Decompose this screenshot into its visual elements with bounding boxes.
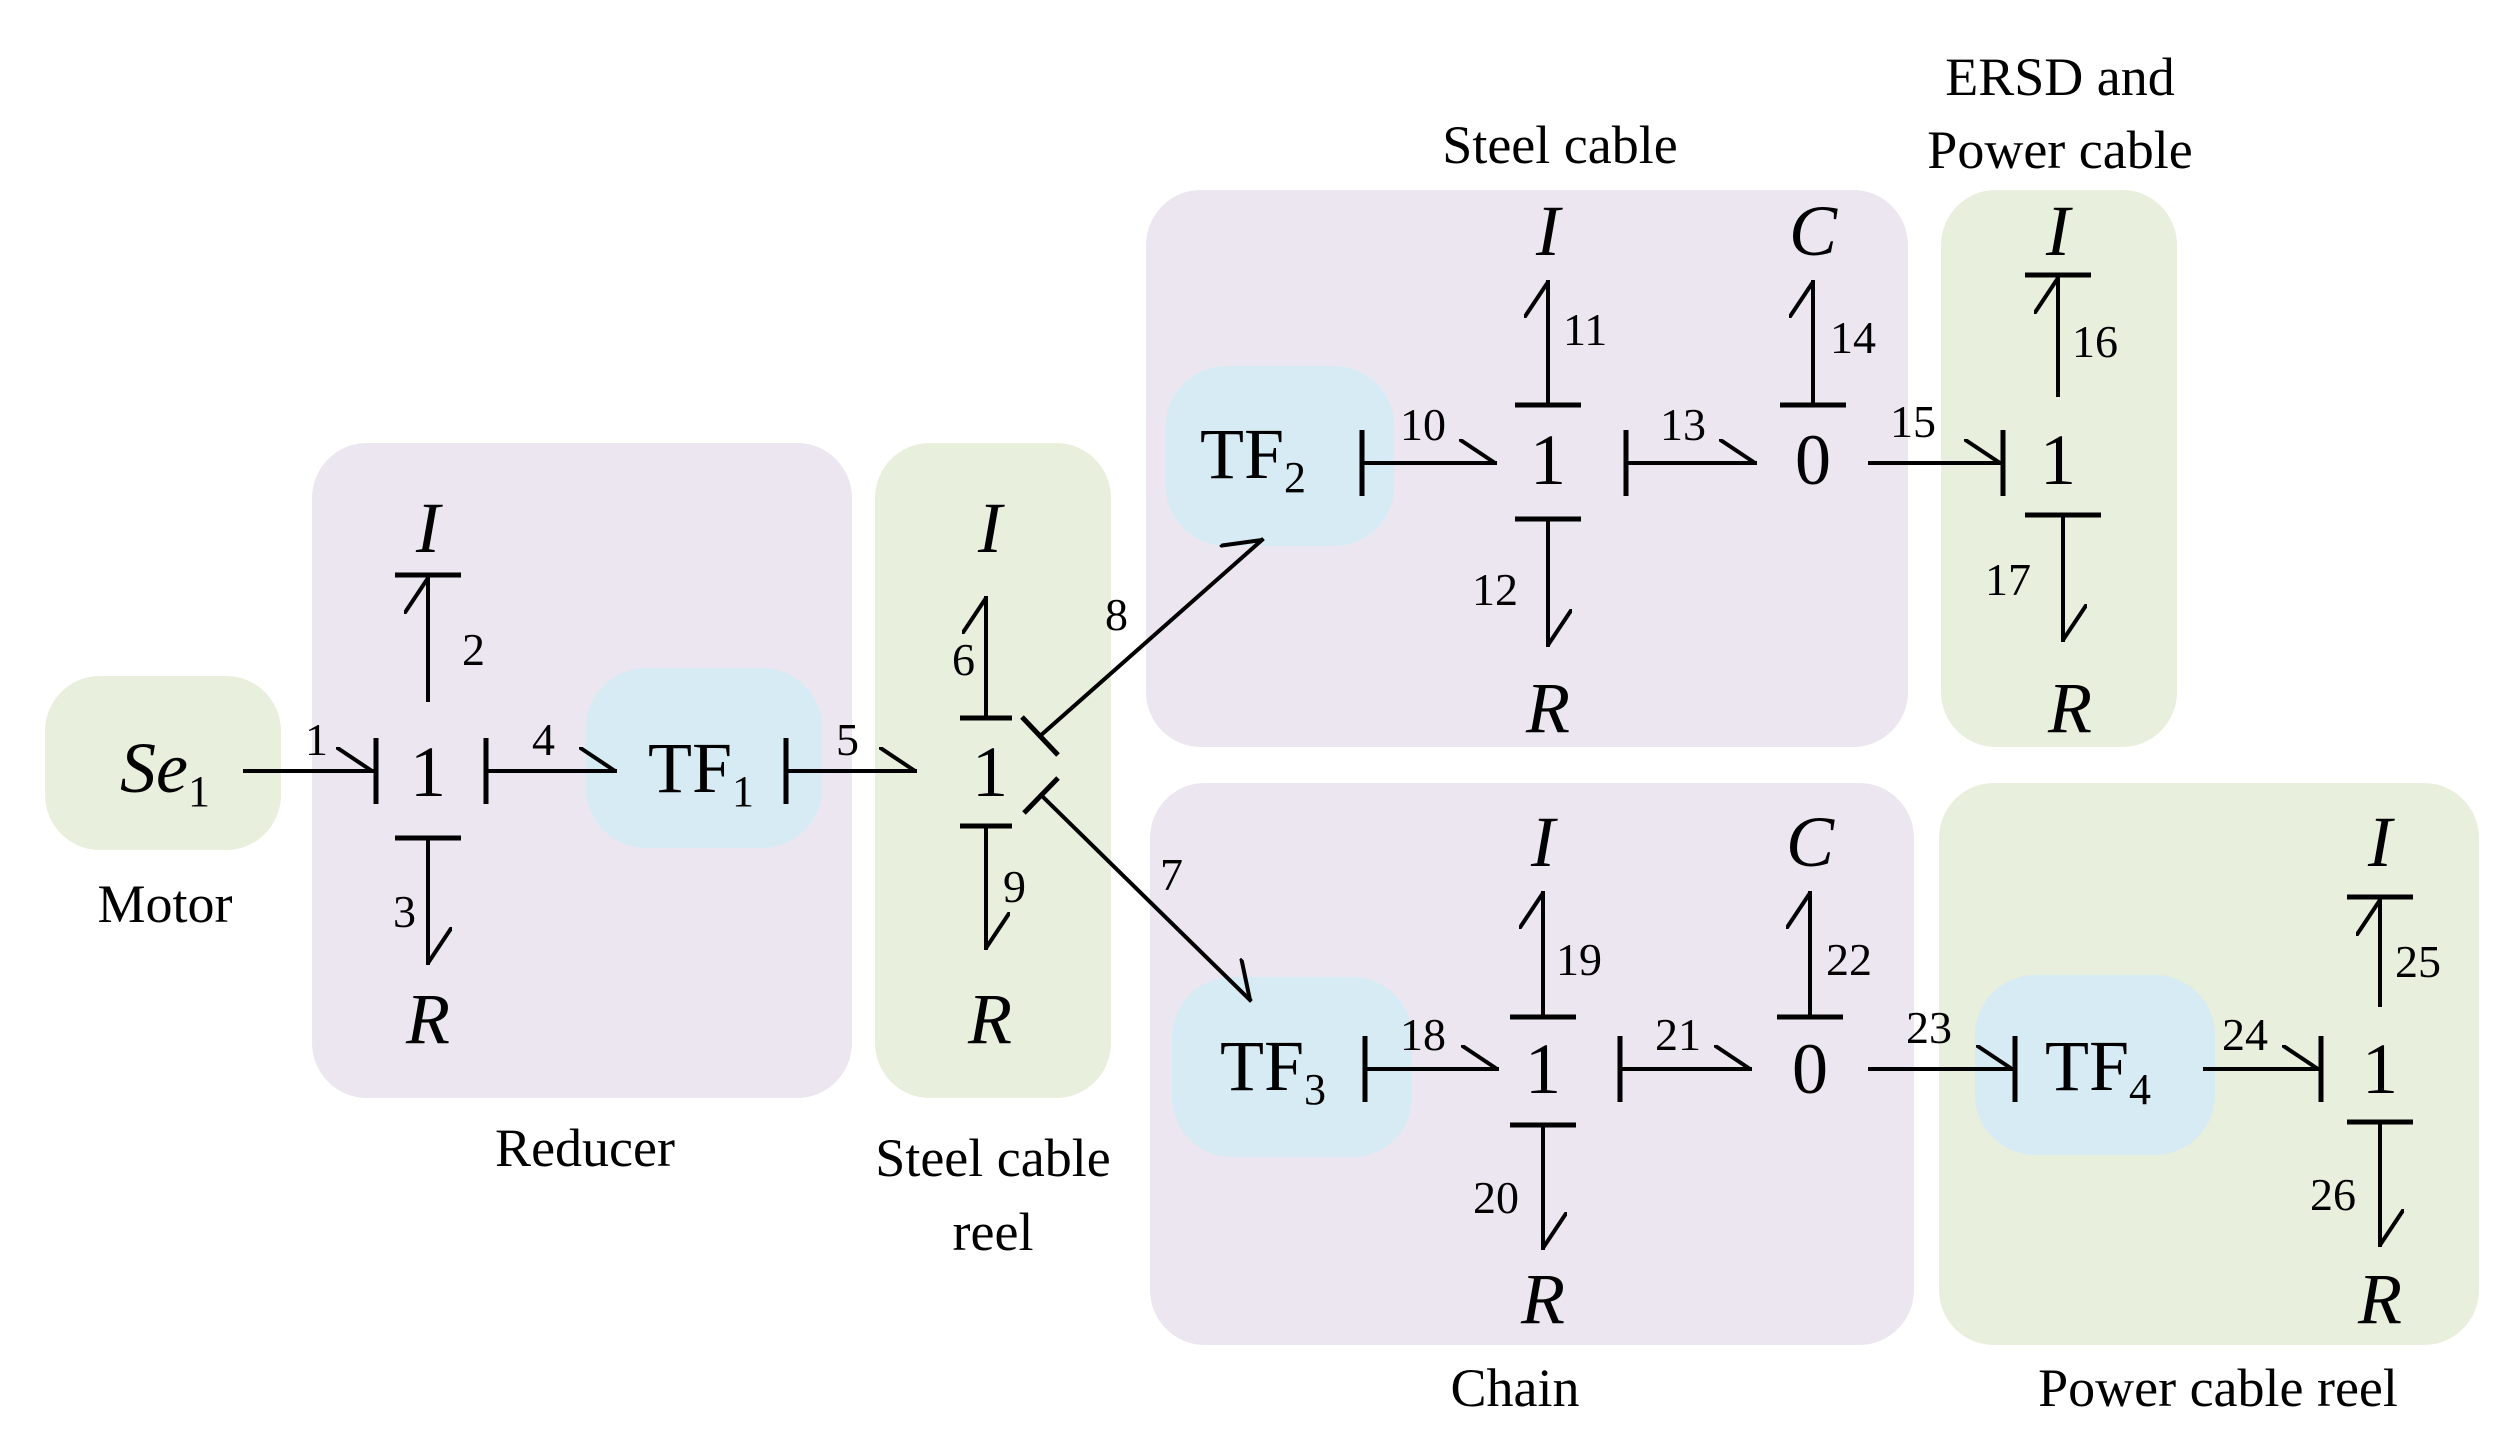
- pcr-1-junction: 1: [2362, 1029, 2398, 1109]
- ersd-1-junction: 1: [2040, 420, 2076, 500]
- bond-label-16: 16: [2072, 316, 2118, 367]
- tf1-region: [586, 668, 822, 848]
- power-cable-reel-label: Power cable reel: [2038, 1358, 2398, 1418]
- tf4-node: TF4: [2045, 1026, 2151, 1114]
- tf2-region: [1166, 366, 1394, 546]
- steel-cable-i-element: I: [1535, 191, 1563, 271]
- ersd-r-element: R: [2047, 668, 2092, 748]
- chain-label: Chain: [1451, 1358, 1580, 1418]
- bond-label-17: 17: [1985, 554, 2031, 605]
- ersd-label-1: ERSD and: [1945, 47, 2175, 107]
- steel-cable-c-element: C: [1789, 191, 1838, 271]
- bond-label-8: 8: [1105, 589, 1128, 640]
- bond-label-12: 12: [1472, 564, 1518, 615]
- steel-cable-reel-label-2: reel: [953, 1202, 1034, 1262]
- reel-r-element: R: [967, 979, 1012, 1059]
- bond-label-5: 5: [836, 714, 859, 765]
- bond-label-7: 7: [1160, 849, 1183, 900]
- tf2-node: TF2: [1200, 414, 1306, 502]
- bond-label-9: 9: [1003, 861, 1026, 912]
- ersd-i-element: I: [2045, 191, 2073, 271]
- bond-label-4: 4: [532, 714, 555, 765]
- bond-label-10: 10: [1400, 399, 1446, 450]
- reducer-label: Reducer: [495, 1118, 675, 1178]
- bond-7: [1038, 792, 1253, 1003]
- steel-cable-r-element: R: [1525, 668, 1570, 748]
- chain-r-element: R: [1520, 1259, 1565, 1339]
- chain-c-element: C: [1786, 802, 1835, 882]
- steel-cable-1-junction: 1: [1530, 420, 1566, 500]
- tf3-region: [1172, 977, 1412, 1157]
- tf1-node: TF1: [648, 728, 754, 816]
- bond-label-13: 13: [1660, 399, 1706, 450]
- chain-i-element: I: [1530, 802, 1558, 882]
- bond-label-6: 6: [952, 634, 975, 685]
- reel-i-element: I: [977, 488, 1005, 568]
- bond-label-1: 1: [305, 714, 328, 765]
- chain-1-junction: 1: [1525, 1029, 1561, 1109]
- bond-label-26: 26: [2310, 1169, 2356, 1220]
- tf3-node: TF3: [1220, 1026, 1326, 1114]
- steel-cable-reel-region: [875, 443, 1111, 1098]
- se1-node: Se1: [120, 728, 210, 816]
- tf4-region: [1975, 975, 2215, 1155]
- motor-region: [45, 676, 281, 850]
- steel-cable-reel-label-1: Steel cable: [875, 1128, 1110, 1188]
- bond-label-14: 14: [1830, 312, 1876, 363]
- bond-label-25: 25: [2395, 936, 2441, 987]
- motor-label: Motor: [98, 874, 233, 934]
- ersd-label-2: Power cable: [1927, 120, 2192, 180]
- reducer-i-element: I: [415, 488, 443, 568]
- reel-1-junction: 1: [972, 732, 1008, 812]
- chain-0-junction: 0: [1792, 1029, 1828, 1109]
- bond-label-21: 21: [1655, 1009, 1701, 1060]
- bond-label-20: 20: [1473, 1172, 1519, 1223]
- steel-cable-region: [1146, 190, 1908, 747]
- bond-label-2: 2: [462, 624, 485, 675]
- pcr-i-element: I: [2367, 802, 2395, 882]
- bond-label-15: 15: [1890, 396, 1936, 447]
- chain-region: [1150, 783, 1914, 1345]
- bond-label-23: 23: [1906, 1002, 1952, 1053]
- bond-label-24: 24: [2222, 1009, 2268, 1060]
- reducer-1-junction: 1: [410, 732, 446, 812]
- steel-cable-label: Steel cable: [1442, 115, 1677, 175]
- bond-label-19: 19: [1556, 934, 1602, 985]
- reducer-r-element: R: [405, 979, 450, 1059]
- steel-cable-0-junction: 0: [1795, 420, 1831, 500]
- pcr-r-element: R: [2357, 1259, 2402, 1339]
- bond-label-22: 22: [1826, 934, 1872, 985]
- bond-8: [1037, 537, 1265, 739]
- ersd-power-cable-region: [1941, 190, 2177, 747]
- bond-label-3: 3: [393, 886, 416, 937]
- bond-label-18: 18: [1400, 1009, 1446, 1060]
- bond-label-11: 11: [1563, 304, 1607, 355]
